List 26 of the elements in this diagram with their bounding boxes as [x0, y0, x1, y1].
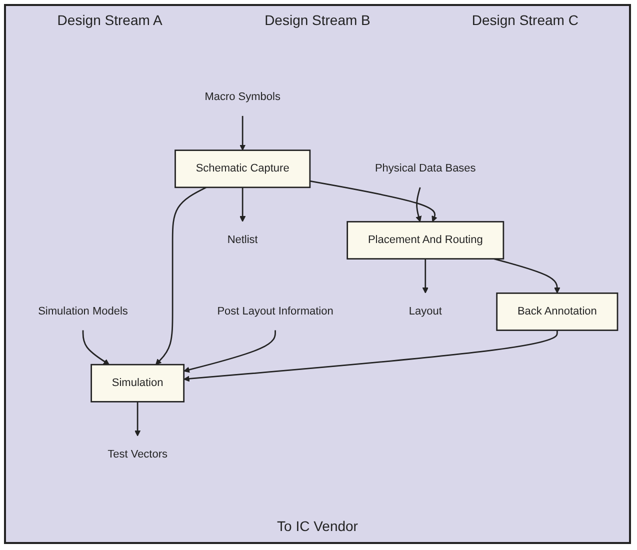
node-box: Back Annotation	[496, 292, 618, 331]
arrow	[82, 330, 110, 365]
footer-note: To IC Vendor	[276, 518, 359, 534]
node-text: Netlist	[227, 234, 258, 246]
arrow	[422, 258, 428, 294]
arrow	[184, 330, 276, 373]
column-heading: Design Stream A	[56, 12, 164, 28]
column-heading: Design Stream B	[264, 12, 372, 28]
node-text: Simulation Models	[38, 306, 128, 318]
arrow	[416, 187, 422, 222]
arrow	[494, 258, 560, 294]
node-text: Physical Data Bases	[374, 162, 476, 174]
node-box: Schematic Capture	[174, 150, 311, 188]
node-text: Macro Symbols	[204, 91, 280, 103]
arrow	[155, 186, 207, 365]
arrow	[184, 330, 558, 382]
column-heading: Design Stream C	[470, 12, 580, 28]
node-box: Placement And Routing	[346, 221, 504, 260]
node-text: Post Layout Information	[217, 306, 334, 318]
node-box: Simulation	[90, 364, 185, 402]
arrow	[134, 402, 141, 436]
arrow	[240, 187, 246, 222]
arrow	[310, 180, 438, 222]
arrow	[240, 116, 246, 151]
node-text: Test Vectors	[108, 448, 168, 460]
node-text: Layout	[408, 306, 442, 318]
